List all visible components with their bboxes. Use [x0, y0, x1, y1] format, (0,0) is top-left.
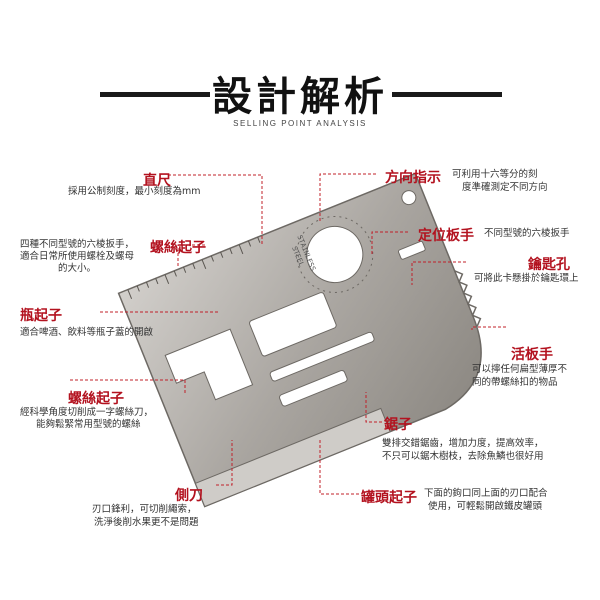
feature-desc-adjustable-wrench-2: 同的帶螺絲扣的物品: [472, 377, 558, 388]
feature-desc-ruler: 採用公制刻度，最小刻度為mm: [68, 186, 201, 197]
feature-label-positioning-wrench: 定位板手: [418, 228, 474, 244]
feature-label-key-hole: 鑰匙孔: [528, 257, 570, 273]
saw-teeth: [454, 270, 482, 327]
feature-desc-direction-2: 度準確測定不同方向: [462, 182, 548, 193]
feature-desc-hex-screwdriver-3: 的大小。: [58, 263, 97, 274]
feature-desc-positioning-wrench: 不同型號的六棱扳手: [484, 228, 570, 239]
feature-desc-adjustable-wrench-1: 可以擰任何扁型薄厚不: [472, 364, 568, 375]
feature-label-flat-screwdriver: 螺絲起子: [68, 391, 124, 407]
feature-label-bottle-opener: 瓶起子: [20, 308, 62, 324]
feature-desc-saw-2: 不只可以鋸木樹枝，去除魚鱗也很好用: [382, 451, 544, 462]
feature-desc-side-knife-2: 洗淨後削水果更不是問題: [94, 517, 199, 528]
feature-desc-flat-screwdriver-1: 經科學角度切削成一字螺絲刀，: [20, 407, 154, 418]
feature-label-side-knife: 側刀: [175, 488, 203, 504]
feature-desc-saw-1: 雙排交錯鋸齒，增加力度，提高效率，: [382, 438, 544, 449]
feature-label-can-opener: 罐頭起子: [361, 490, 417, 506]
feature-desc-hex-screwdriver-2: 適合日常所使用螺栓及螺母: [20, 251, 135, 262]
feature-desc-bottle-opener: 適合啤酒、飲料等瓶子蓋的開啟: [20, 327, 154, 338]
feature-label-saw: 鋸子: [384, 417, 412, 433]
page-title: 設計解析: [212, 74, 388, 120]
leader-lines: [70, 173, 506, 495]
feature-label-adjustable-wrench: 活板手: [511, 347, 553, 363]
title-bar-left: [100, 92, 210, 97]
knife-edge: [194, 407, 391, 508]
feature-label-direction: 方向指示: [385, 170, 441, 186]
direction-hole: [306, 225, 364, 283]
feature-label-hex-screwdriver: 螺絲起子: [150, 240, 206, 256]
feature-label-ruler: 直尺: [143, 173, 171, 189]
feature-desc-direction-1: 可利用十六等分的刻: [452, 169, 538, 180]
page-subtitle: SELLING POINT ANALYSIS: [233, 119, 367, 128]
feature-desc-hex-screwdriver-1: 四種不同型號的六棱扳手，: [20, 239, 135, 250]
feature-desc-flat-screwdriver-2: 能夠鬆緊常用型號的螺絲: [36, 419, 141, 430]
feature-desc-side-knife-1: 刃口鋒利，可切削繩索，: [92, 504, 197, 515]
feature-desc-key-hole: 可將此卡懸掛於鑰匙環上: [474, 273, 579, 284]
multitool-card: STAINLESS STEEL: [117, 172, 482, 508]
feature-desc-can-opener-2: 使用，可輕鬆開啟鐵皮罐頭: [428, 501, 543, 512]
feature-desc-can-opener-1: 下面的鉤口同上面的刃口配合: [424, 488, 548, 499]
bottle-opener: [164, 328, 254, 401]
title-bar-right: [392, 92, 502, 97]
ruler: [127, 236, 261, 300]
key-hole: [401, 190, 417, 206]
